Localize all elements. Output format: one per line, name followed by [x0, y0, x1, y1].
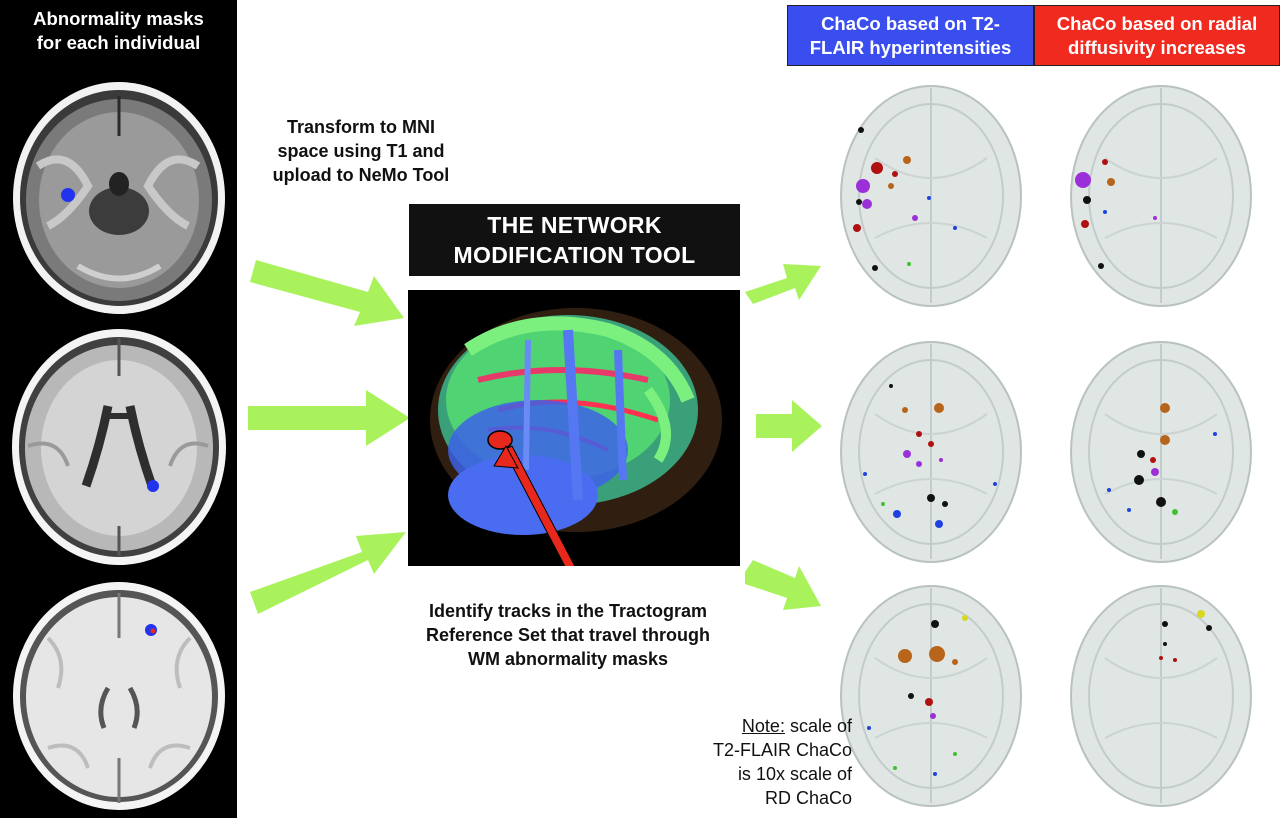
header-t2-flair-chaco: ChaCo based on T2- FLAIR hyperintensitie… [787, 5, 1034, 66]
header-rd-chaco: ChaCo based on radial diffusivity increa… [1034, 5, 1280, 66]
transform-line2: space using T1 and [277, 141, 445, 161]
note-line4: RD ChaCo [764, 788, 852, 808]
arrow-slice2-to-tool [248, 390, 410, 446]
arrow-slice3-to-tool [250, 532, 406, 614]
scale-note: Note: scale of T2-FLAIR ChaCo is 10x sca… [660, 714, 852, 810]
glass-brain-t2-row2 [840, 341, 1022, 563]
transform-line1: Transform to MNI [286, 117, 435, 137]
glass-brain-rd-row2 [1070, 341, 1252, 563]
nemo-title-line2: MODIFICATION TOOL [453, 242, 696, 268]
header-rd-line2: diffusivity increases [1068, 36, 1246, 58]
lesion-mask-2 [147, 480, 159, 492]
header-t2-line1: ChaCo based on T2- [821, 12, 1000, 34]
arrow-tool-to-output-3 [745, 560, 821, 610]
glass-brain-t2-row3 [840, 585, 1022, 807]
arrow-tool-to-output-1 [745, 264, 821, 304]
abnormality-masks-title-line2: for each individual [36, 32, 201, 53]
lesion-mask-3-core [150, 628, 156, 634]
abnormality-masks-title: Abnormality masks for each individual [0, 4, 237, 58]
header-rd-line1: ChaCo based on radial [1056, 12, 1258, 34]
note-line3: is 10x scale of [737, 764, 852, 784]
mri-slice-1 [13, 82, 225, 314]
transform-instruction: Transform to MNI space using T1 and uplo… [246, 115, 476, 187]
glass-brain-rd-row3 [1070, 585, 1252, 807]
note-label: Note: [741, 716, 785, 736]
identify-instruction: Identify tracks in the Tractogram Refere… [390, 599, 746, 671]
note-line1-rest: scale of [784, 716, 852, 736]
header-t2-line2: FLAIR hyperintensities [809, 36, 1012, 58]
lesion-mask-1 [61, 188, 75, 202]
lesion-marker [487, 430, 513, 450]
note-line1: Note: scale of [660, 714, 852, 738]
nemo-tool-title: THE NETWORK MODIFICATION TOOL [409, 204, 740, 276]
arrow-slice1-to-tool [250, 260, 404, 326]
glass-brain-rd-row1 [1070, 85, 1252, 307]
tractogram-image [408, 290, 740, 566]
nemo-title-line1: THE NETWORK [487, 212, 662, 238]
identify-line3: WM abnormality masks [467, 649, 669, 669]
arrow-tool-to-output-2 [756, 400, 822, 452]
abnormality-masks-title-line1: Abnormality masks [33, 8, 204, 29]
glass-brain-t2-row1 [840, 85, 1022, 307]
note-line2: T2-FLAIR ChaCo [712, 740, 852, 760]
transform-line3: upload to NeMo Tool [272, 165, 450, 185]
identify-line2: Reference Set that travel through [425, 625, 711, 645]
mri-slice-2 [12, 329, 226, 565]
identify-line1: Identify tracks in the Tractogram [428, 601, 708, 621]
mri-slice-3 [13, 582, 225, 810]
